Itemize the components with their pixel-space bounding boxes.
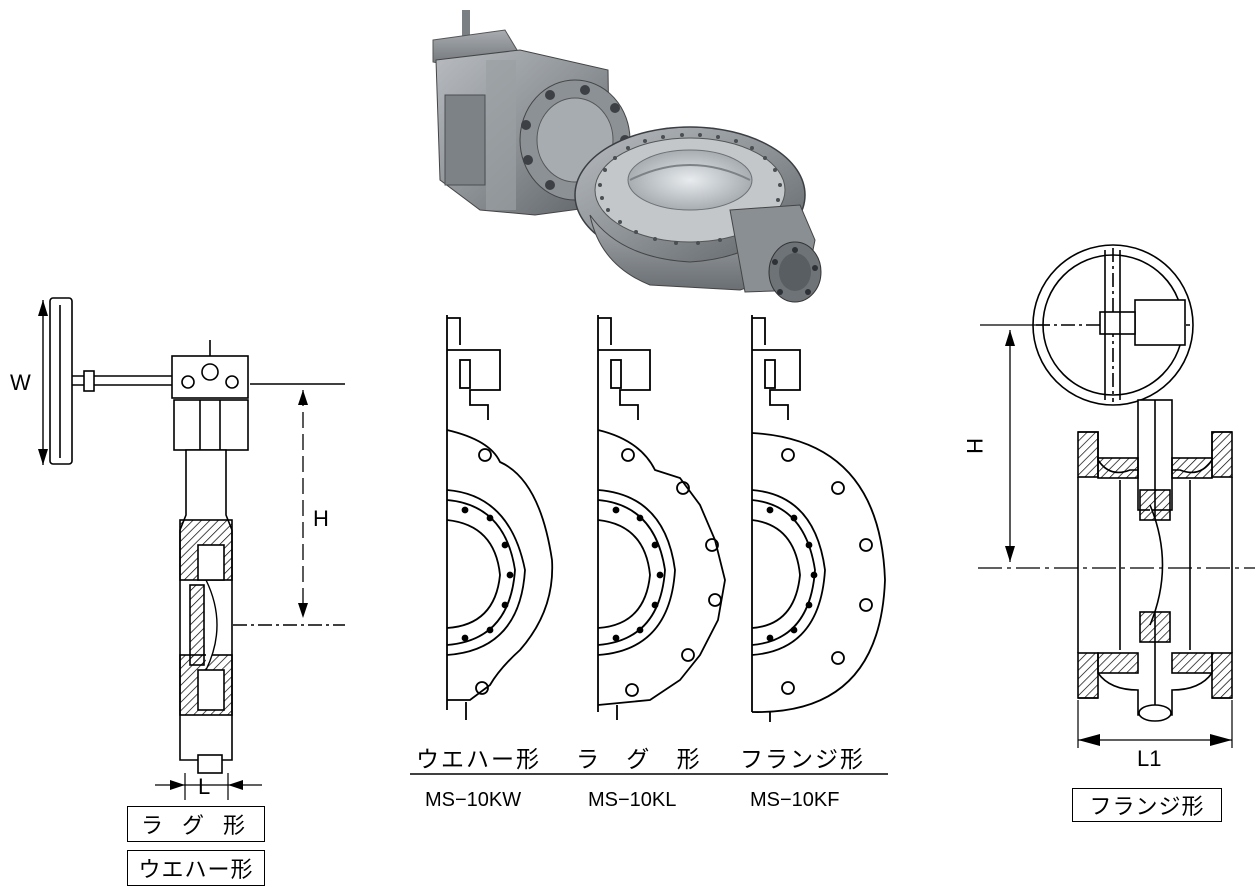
lug-type-label-box: ラ グ 形 (127, 806, 265, 842)
dim-h-label-right: H (962, 438, 987, 454)
dim-w-label: W (10, 370, 31, 395)
butterfly-valve-photo (432, 10, 822, 303)
lug-model-number: MS−10KL (588, 789, 677, 811)
flange-type-label-box: フランジ形 (1072, 788, 1222, 822)
wafer-type-half-view (446, 315, 554, 720)
dim-h-label-left: H (313, 506, 329, 531)
dim-l1-label: L1 (1137, 746, 1162, 771)
flange-model-number: MS−10KF (750, 789, 840, 811)
dim-l-label: L (198, 774, 211, 799)
lug-caption: ラ グ 形 (576, 747, 710, 773)
flange-caption: フランジ形 (740, 747, 865, 773)
wafer-caption: ウエハー形 (416, 747, 541, 773)
wafer-model-number: MS−10KW (425, 789, 522, 811)
right-flange-section-drawing (978, 244, 1255, 748)
flange-type-half-view (751, 315, 886, 722)
wafer-type-label-box: ウエハー形 (127, 850, 265, 886)
lug-type-half-view (597, 315, 726, 720)
left-side-section-drawing (38, 297, 345, 800)
